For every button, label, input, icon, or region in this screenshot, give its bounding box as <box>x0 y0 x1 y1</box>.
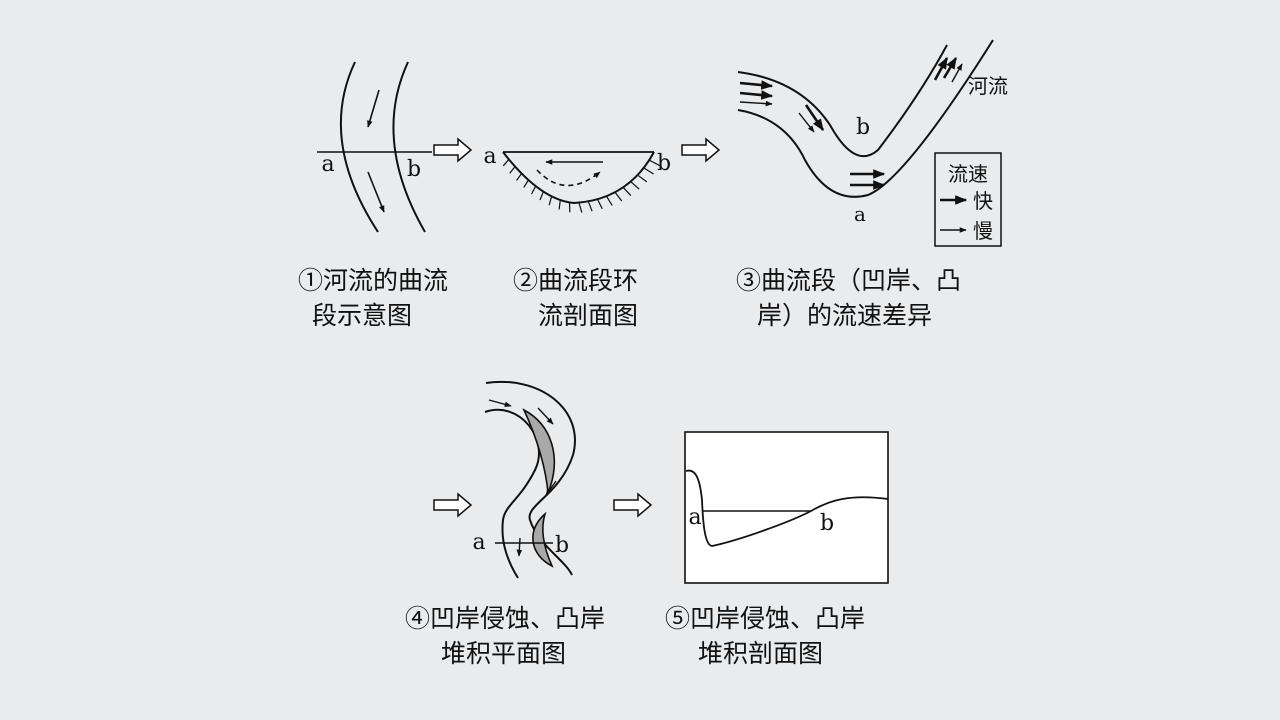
slow-flow-arrow-icon <box>739 100 773 107</box>
profile-frame <box>684 431 889 584</box>
legend-box <box>934 152 1002 247</box>
legend-title: 流速 <box>948 162 988 186</box>
riverbed-hatching <box>502 159 660 213</box>
riverbed-profile <box>685 469 889 547</box>
river-bank-inner <box>737 44 948 158</box>
hatch-tick <box>578 202 583 213</box>
flow-arrow-icon <box>537 407 554 425</box>
legend-slow-label: 慢 <box>973 219 993 243</box>
river-bank-left <box>339 61 379 233</box>
panel4-caption-line1: ④凹岸侵蚀、凸岸 <box>405 604 606 633</box>
panel5-caption-line1: ⑤凹岸侵蚀、凸岸 <box>665 604 866 633</box>
panel1-caption-line2: 段示意图 <box>312 301 413 330</box>
bottom-flow-arrow-icon <box>536 169 601 187</box>
river-label: 河流 <box>968 74 1008 98</box>
panel4-caption-line2: 堆积平面图 <box>441 639 567 668</box>
hatch-tick <box>523 179 529 188</box>
hatch-tick <box>637 174 648 183</box>
hatch-tick <box>648 159 660 167</box>
fast-flow-arrow-icon <box>933 56 949 81</box>
hatch-tick <box>558 199 561 210</box>
legend-fast-label: 快 <box>973 189 993 213</box>
river-bank-right <box>485 380 576 576</box>
fast-flow-arrow-icon <box>942 56 958 79</box>
next-step-arrow-icon <box>433 492 473 518</box>
panel5-label-a: a <box>688 505 701 530</box>
panel2-label-b: b <box>657 151 671 176</box>
slow-flow-arrow-icon <box>951 63 963 83</box>
flow-arrow-icon <box>488 399 512 408</box>
velocity-legend: 流速 快 慢 <box>934 152 1002 247</box>
hatch-tick <box>614 191 623 202</box>
panel2-cross-section: a b <box>483 144 671 213</box>
hatch-tick <box>596 198 603 210</box>
hatch-tick <box>539 191 544 201</box>
panel2-caption-line1: ②曲流段环 <box>513 266 639 295</box>
panel3-label-a: a <box>854 202 866 226</box>
hatch-tick <box>548 196 553 206</box>
hatch-tick <box>509 166 516 174</box>
hatch-tick <box>622 186 632 196</box>
panel4-erosion-plan: a b <box>472 380 576 579</box>
river-bank-left <box>484 408 540 579</box>
panel1-meander-sketch: a b <box>317 61 432 233</box>
next-step-arrow-icon <box>433 137 473 163</box>
hatch-tick <box>605 195 613 206</box>
next-step-arrow-icon <box>613 492 653 518</box>
panel2-label-a: a <box>483 144 496 169</box>
hatch-tick <box>502 159 510 167</box>
fast-flow-arrow-icon <box>804 104 825 131</box>
flow-arrow-icon <box>516 537 523 557</box>
panel1-caption-line1: ①河流的曲流 <box>298 266 449 295</box>
flow-arrow-icon <box>367 89 380 128</box>
panel1-label-b: b <box>407 157 421 182</box>
flow-arrow-icon <box>367 171 385 213</box>
hatch-tick <box>516 173 523 181</box>
panel3-caption-line2: 岸）的流速差异 <box>757 301 933 330</box>
deposit-lower <box>532 511 554 568</box>
riverbed-curve <box>502 151 655 205</box>
river-bank-right <box>392 61 426 233</box>
panel3-caption-line1: ③曲流段（凹岸、凸 <box>736 266 962 295</box>
hatch-tick <box>630 181 640 190</box>
hatch-tick <box>587 201 593 212</box>
panel1-label-a: a <box>321 152 334 177</box>
panel4-label-a: a <box>472 530 485 555</box>
fast-flow-arrow-icon <box>739 80 774 90</box>
panel5-caption-line2: 堆积剖面图 <box>698 639 824 668</box>
panel5-label-b: b <box>820 511 834 536</box>
panel3-velocity-sketch: b a 河流 流速 快 慢 <box>737 39 1008 247</box>
fast-flow-arrow-icon <box>739 90 774 100</box>
hatch-tick <box>643 167 654 175</box>
panel4-label-b: b <box>555 533 569 558</box>
hatch-tick <box>531 185 537 195</box>
flow-arrow-icon <box>545 480 557 496</box>
panel3-label-b: b <box>856 115 870 140</box>
next-step-arrow-icon <box>681 137 721 163</box>
panel5-erosion-profile: a b <box>684 431 889 584</box>
panel2-caption-line2: 流剖面图 <box>538 301 639 330</box>
slow-flow-arrow-icon <box>798 112 815 133</box>
river-bank-outer <box>737 39 994 198</box>
